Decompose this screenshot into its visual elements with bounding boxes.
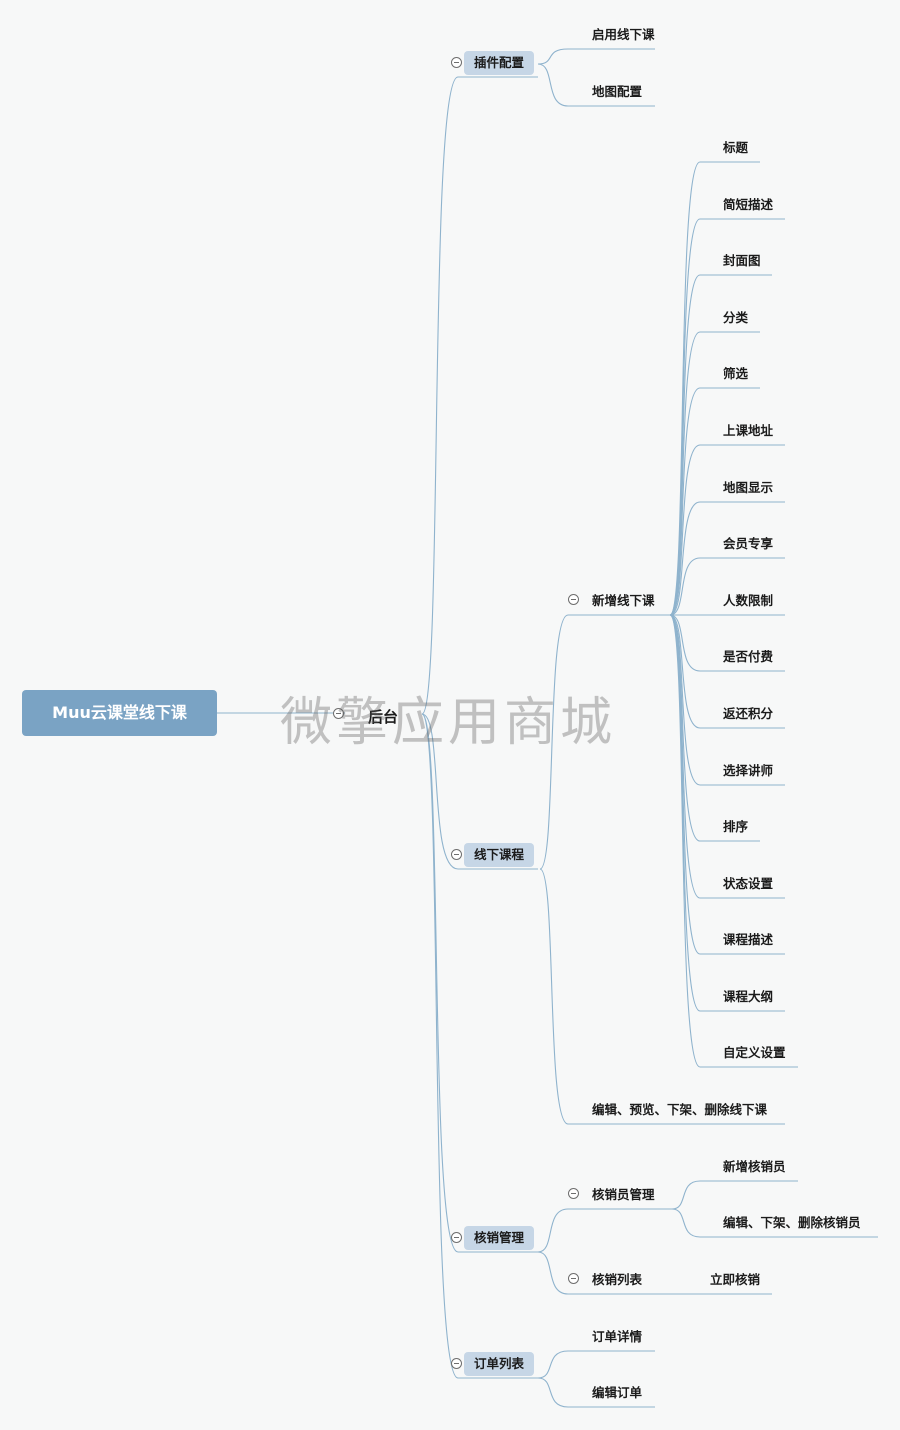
connector (669, 614, 785, 1012)
field-item[interactable]: 标题 (723, 140, 749, 155)
leaf-edit-order[interactable]: 编辑订单 (592, 1385, 643, 1400)
field-item[interactable]: 是否付费 (723, 649, 774, 664)
connector (537, 1251, 700, 1295)
connector (669, 444, 785, 616)
node-verify-list[interactable]: 核销列表 (592, 1272, 643, 1287)
leaf-edit-offline-course[interactable]: 编辑、预览、下架、删除线下课 (592, 1102, 768, 1117)
leaf-map-config[interactable]: 地图配置 (592, 84, 643, 99)
collapse-icon[interactable] (568, 594, 579, 605)
connector (671, 1180, 798, 1210)
collapse-icon[interactable] (451, 1232, 462, 1243)
branch-order-list[interactable]: 订单列表 (464, 1352, 535, 1376)
connector (537, 1350, 655, 1379)
connector (669, 614, 785, 672)
field-item[interactable]: 选择讲师 (723, 763, 774, 778)
branch-offline-course[interactable]: 线下课程 (464, 843, 535, 867)
collapse-icon[interactable] (451, 57, 462, 68)
connector (421, 713, 538, 1253)
branch-plugin-config[interactable]: 插件配置 (464, 51, 535, 75)
connector (669, 614, 785, 786)
node-add-offline-course[interactable]: 新增线下课 (592, 593, 655, 608)
field-item[interactable]: 课程描述 (723, 932, 774, 947)
collapse-icon[interactable] (451, 849, 462, 860)
field-item[interactable]: 返还积分 (723, 706, 774, 721)
field-item[interactable]: 简短描述 (723, 197, 774, 212)
connector (669, 501, 785, 616)
field-item[interactable]: 自定义设置 (723, 1045, 786, 1060)
collapse-icon[interactable] (451, 1358, 462, 1369)
field-item[interactable]: 上课地址 (723, 423, 774, 438)
connector (537, 1377, 655, 1408)
connector (537, 48, 655, 65)
connector (421, 76, 538, 715)
connector (669, 218, 785, 616)
connector (539, 868, 785, 1125)
field-item[interactable]: 会员专享 (723, 536, 774, 551)
node-verifier-management[interactable]: 核销员管理 (592, 1187, 655, 1202)
connector (669, 557, 785, 616)
leaf-verify-now[interactable]: 立即核销 (710, 1272, 761, 1287)
connector (421, 713, 538, 1379)
field-item[interactable]: 状态设置 (723, 876, 774, 891)
collapse-icon[interactable] (568, 1273, 579, 1284)
field-item[interactable]: 排序 (723, 819, 749, 834)
connector (669, 614, 785, 729)
field-item[interactable]: 分类 (723, 310, 749, 325)
connector (669, 331, 760, 616)
field-item[interactable]: 课程大纲 (723, 989, 774, 1004)
connector (421, 713, 538, 870)
connector (537, 63, 655, 107)
connector (537, 1208, 672, 1253)
field-item[interactable]: 人数限制 (723, 593, 774, 608)
leaf-order-detail[interactable]: 订单详情 (592, 1329, 643, 1344)
leaf-enable-offline-course[interactable]: 启用线下课 (592, 27, 655, 42)
leaf-add-verifier[interactable]: 新增核销员 (723, 1159, 786, 1174)
hub-node[interactable]: 后台 (368, 708, 399, 726)
field-item[interactable]: 筛选 (723, 366, 749, 381)
collapse-icon[interactable] (333, 708, 344, 719)
connector (669, 387, 760, 616)
connector (539, 614, 670, 870)
collapse-icon[interactable] (568, 1188, 579, 1199)
leaf-edit-verifier[interactable]: 编辑、下架、删除核销员 (723, 1215, 861, 1230)
field-item[interactable]: 封面图 (723, 253, 761, 268)
connector (669, 614, 798, 1068)
root-node[interactable]: Muu云课堂线下课 (22, 690, 217, 736)
field-item[interactable]: 地图显示 (723, 480, 774, 495)
branch-verify-management[interactable]: 核销管理 (464, 1226, 535, 1250)
connector (671, 1208, 878, 1238)
